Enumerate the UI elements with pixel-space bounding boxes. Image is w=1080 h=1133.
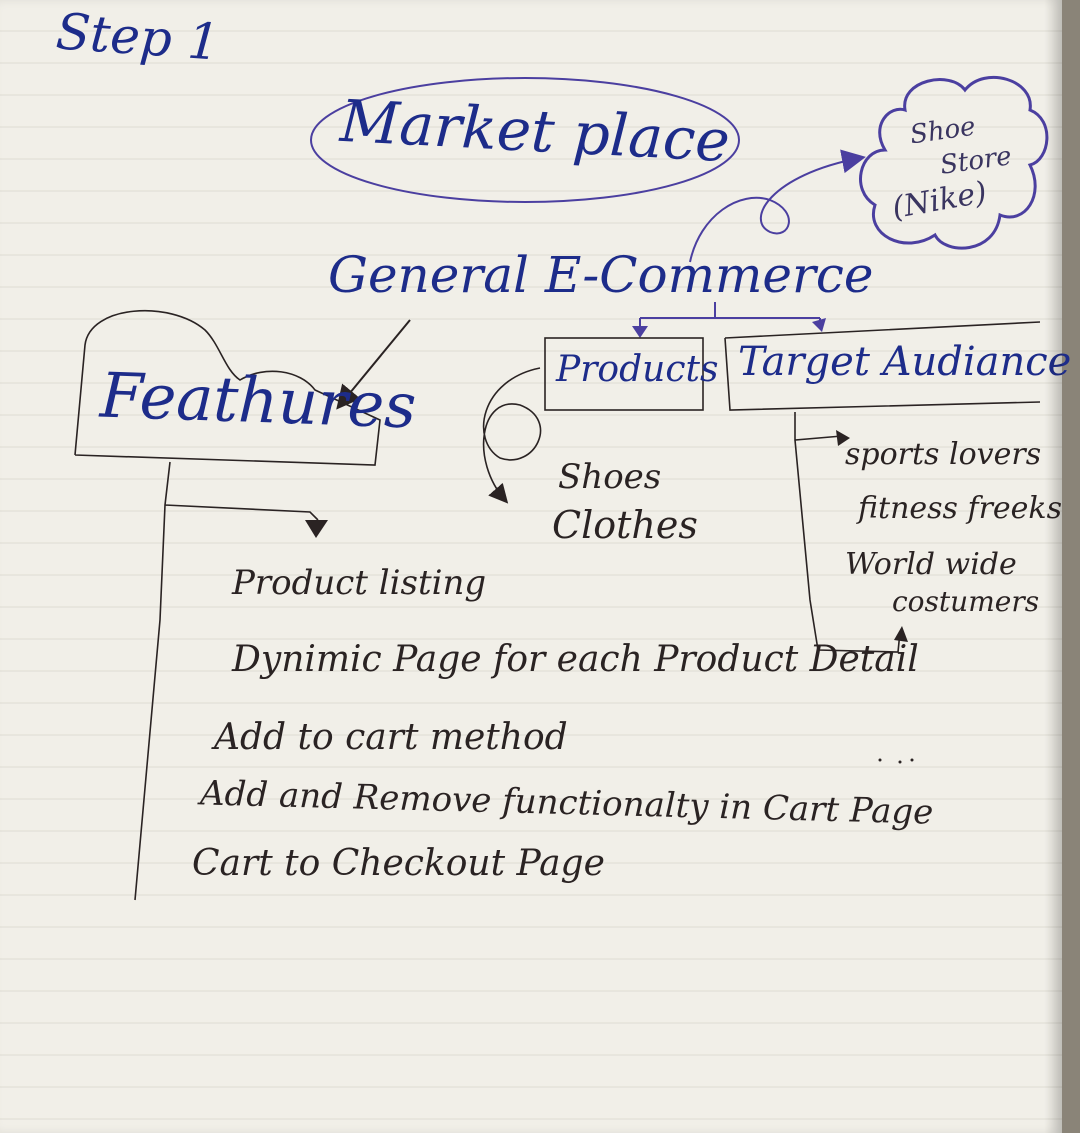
features-vertical-line	[134, 461, 319, 901]
feature-item: Product listing	[232, 563, 487, 603]
products-loop-arrow	[482, 367, 542, 504]
product-item: Shoes	[558, 457, 662, 497]
products-label: Products	[556, 349, 719, 390]
audience-item: fitness freeks	[858, 491, 1062, 526]
feature-item: Dynimic Page for each Product Detail	[232, 639, 919, 680]
target-audience-label: Target Audiance	[738, 339, 1072, 385]
products-box	[544, 337, 704, 411]
target-box	[724, 321, 1041, 411]
feature-item: Add to cart method	[214, 717, 568, 758]
audience-item: World wide	[845, 547, 1017, 582]
features-label: Feathures	[98, 358, 418, 443]
arrow-to-features	[336, 319, 411, 410]
features-cloud-box	[74, 310, 381, 466]
feature-item: Cart to Checkout Page	[192, 843, 605, 884]
title-ellipse	[310, 77, 740, 203]
audience-item: costumers	[892, 585, 1040, 618]
product-item: Clothes	[552, 503, 698, 547]
fork-to-products-target	[639, 302, 821, 332]
step-label: Step 1	[54, 2, 222, 72]
target-bracket	[794, 412, 901, 653]
curl-arrow-to-store	[689, 149, 866, 263]
audience-item: sports lovers	[845, 437, 1042, 472]
subtitle-general-ecommerce: General E-Commerce	[328, 246, 874, 304]
